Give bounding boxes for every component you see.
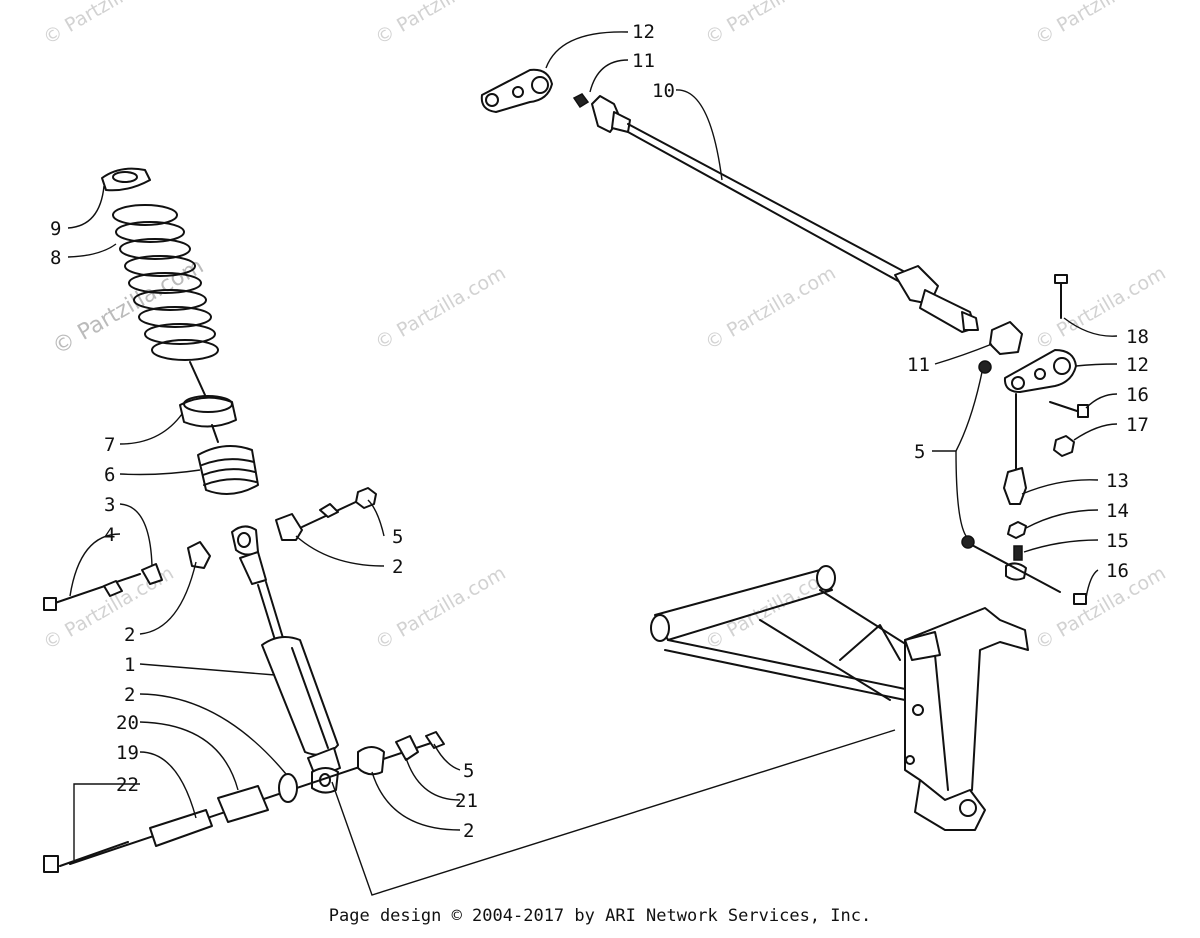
callout-12: 12 — [632, 21, 655, 43]
callout-6: 6 — [104, 464, 115, 486]
ball-joint-13 — [1003, 467, 1027, 505]
washer-2-lower-right — [357, 746, 385, 776]
watermark: © Partzilla.com — [372, 0, 510, 49]
watermark: © Partzilla.com — [702, 262, 840, 354]
callout-15: 15 — [1106, 530, 1129, 552]
callout-22: 22 — [116, 774, 139, 796]
bolt-16-top — [1049, 401, 1081, 413]
callout-21: 21 — [455, 790, 478, 812]
watermark: © Partzilla.com — [1032, 0, 1170, 49]
callout-8: 8 — [50, 247, 61, 269]
callout-5: 5 — [914, 441, 925, 463]
shock-assembly — [43, 167, 445, 873]
callout-16: 16 — [1106, 560, 1129, 582]
shock-body-1 — [261, 635, 339, 756]
nut-17 — [1053, 435, 1075, 457]
page-footer: Page design © 2004-2017 by ARI Network S… — [328, 906, 872, 926]
callout-2: 2 — [124, 624, 135, 646]
callout-13: 13 — [1106, 470, 1129, 492]
bolt-4 — [51, 573, 141, 605]
callout-7: 7 — [104, 434, 115, 456]
callout-14: 14 — [1106, 500, 1129, 522]
callout-5: 5 — [392, 526, 403, 548]
nut-5-upper — [355, 487, 377, 509]
sleeve-20 — [217, 785, 269, 823]
nut-14 — [1007, 521, 1027, 539]
callout-2: 2 — [392, 556, 403, 578]
shock-lower-eye — [311, 767, 339, 794]
bolt-18 — [1054, 274, 1068, 284]
callout-2: 2 — [124, 684, 135, 706]
callout-16: 16 — [1126, 384, 1149, 406]
callout-17: 17 — [1126, 414, 1149, 436]
callout-20: 20 — [116, 712, 139, 734]
callout-11: 11 — [632, 50, 655, 72]
nut-5-lower-left — [425, 731, 445, 749]
stud-15 — [1013, 545, 1023, 561]
washer-2-lower-left — [278, 773, 298, 803]
callout-11: 11 — [907, 354, 930, 376]
link-12-right — [1003, 349, 1077, 393]
callout-4: 4 — [104, 524, 115, 546]
shock-upper-eye — [231, 525, 259, 556]
bushing-2-upper-left — [187, 541, 211, 569]
nut-5-lower — [961, 535, 975, 549]
callout-3: 3 — [104, 494, 115, 516]
watermark: © Partzilla.com — [40, 0, 178, 49]
spacer-21 — [395, 735, 419, 761]
spring-8 — [112, 204, 219, 361]
callout-10: 10 — [652, 80, 675, 102]
bolt-16-lower — [1073, 593, 1087, 605]
callout-2: 2 — [463, 820, 474, 842]
bushing-11-top — [572, 93, 590, 109]
bushing-2-upper-right — [275, 513, 303, 541]
callout-labels: 12 11 10 9 8 18 11 12 16 17 5 13 14 15 1… — [50, 21, 1149, 842]
callout-18: 18 — [1126, 326, 1149, 348]
callout-12: 12 — [1126, 354, 1149, 376]
bushing-11-right — [989, 321, 1023, 355]
watermark: © Partzilla.com — [702, 0, 840, 49]
watermark: © Partzilla.com — [1032, 562, 1170, 654]
tie-rod-assembly — [480, 68, 1089, 605]
callout-leaders — [67, 31, 1118, 860]
sleeve-19 — [149, 809, 213, 847]
callout-9: 9 — [50, 218, 61, 240]
callout-5: 5 — [463, 760, 474, 782]
callout-1: 1 — [124, 654, 135, 676]
nut-5-right — [978, 360, 992, 374]
a-arm — [650, 565, 1029, 831]
watermark: © Partzilla.com — [372, 262, 510, 354]
a-arm-tube-end — [650, 614, 670, 642]
callout-19: 19 — [116, 742, 139, 764]
